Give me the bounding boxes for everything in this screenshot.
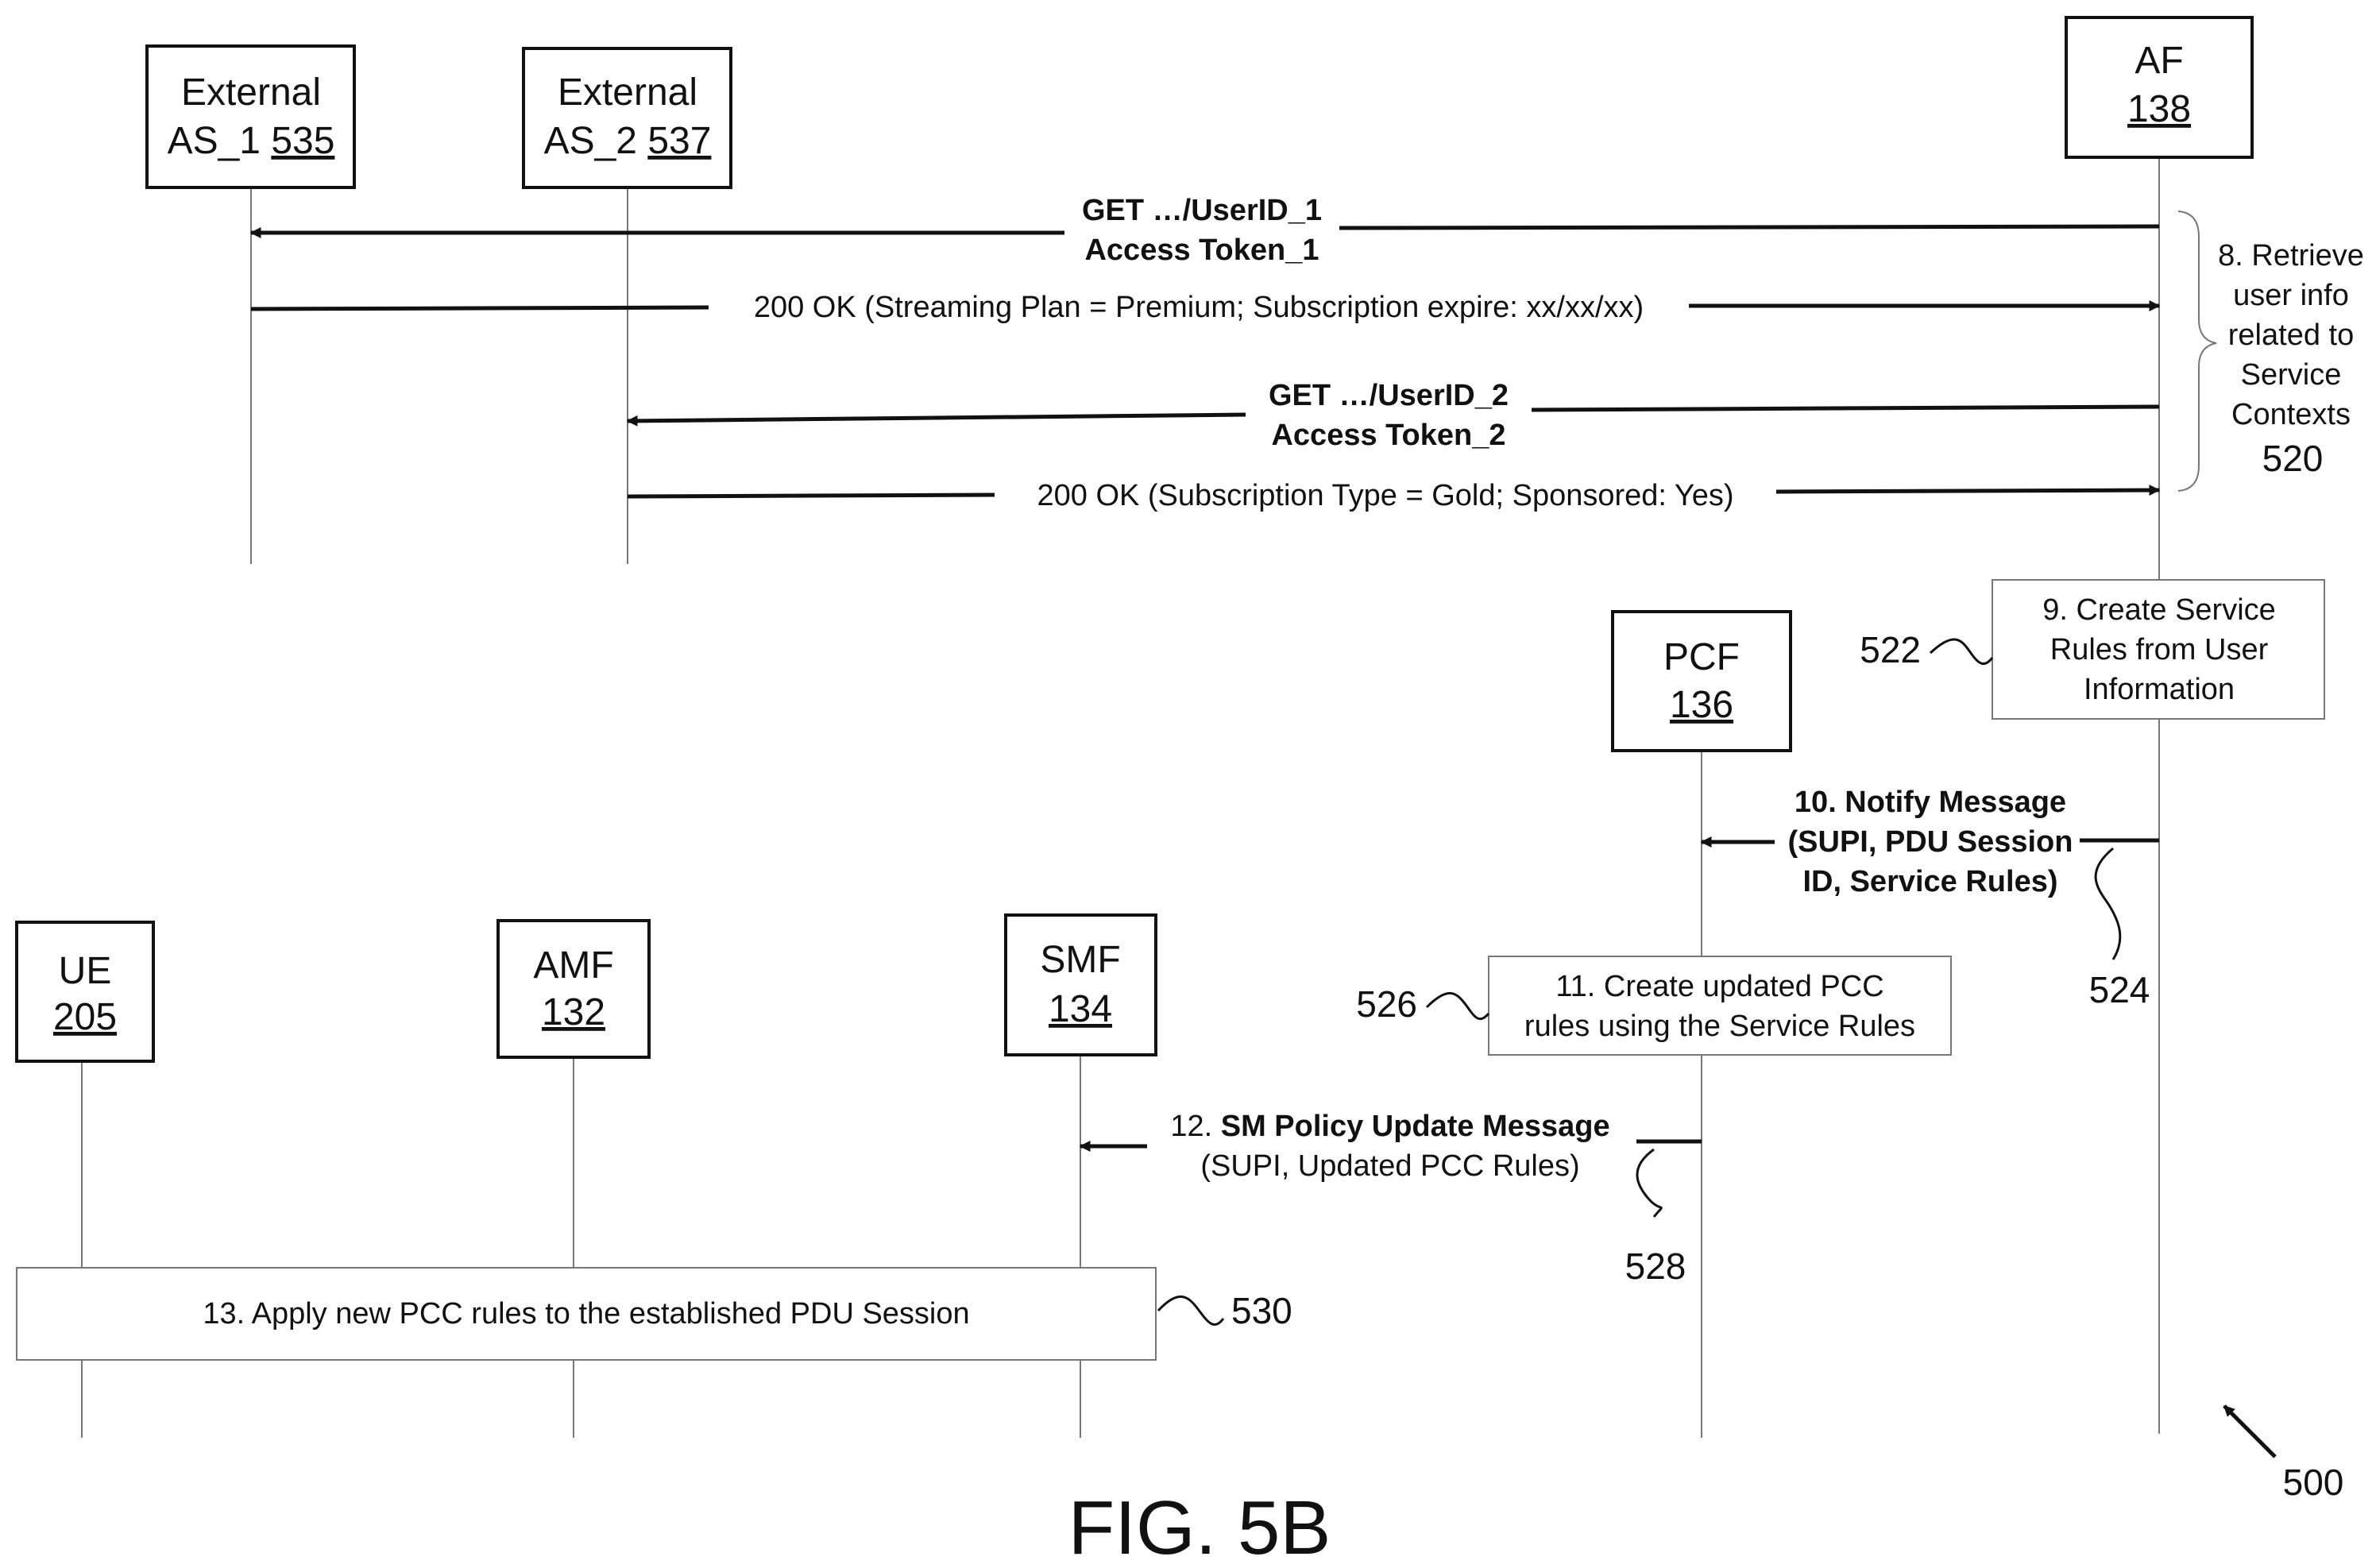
msg-get-userid2-line2: Access Token_2 <box>1271 419 1505 452</box>
ref-530: 530 <box>1231 1290 1292 1331</box>
msg-sm-policy-line1: 12. SM Policy Update Message <box>1170 1110 1609 1143</box>
figure-caption: FIG. 5B <box>1068 1485 1331 1568</box>
as1-label-line2: AS_1 535 <box>168 120 335 162</box>
msg-notify-line2: (SUPI, PDU Session <box>1788 825 2073 859</box>
pcf-label: PCF <box>1663 636 1740 678</box>
arrow-200ok-1-left <box>251 307 709 309</box>
msg-notify-line3: ID, Service Rules) <box>1802 865 2057 898</box>
msg-200ok-subscription: 200 OK (Subscription Type = Gold; Sponso… <box>1037 479 1733 512</box>
squiggle-530 <box>1158 1296 1223 1324</box>
ref-526: 526 <box>1356 983 1417 1025</box>
ref-524: 524 <box>2089 969 2150 1010</box>
arrow-get-userid2-right <box>1532 407 2159 410</box>
arrow-200ok-2-right <box>1776 490 2159 492</box>
brace-text-line-1: 8. Retrieve <box>2218 239 2364 272</box>
msg-get-userid1-line2: Access Token_1 <box>1084 234 1319 267</box>
step-13-text: 13. Apply new PCC rules to the establish… <box>203 1297 969 1330</box>
ref-500-arrow <box>2224 1406 2275 1457</box>
step-11-line-1: 11. Create updated PCC <box>1555 970 1883 1003</box>
msg-notify-line1: 10. Notify Message <box>1795 786 2066 819</box>
as2-label-line1: External <box>558 71 697 114</box>
arrow-200ok-2-left <box>628 495 995 496</box>
brace-text-line-2: user info <box>2233 279 2349 312</box>
amf-label: AMF <box>533 944 613 987</box>
step-9-line-2: Rules from User <box>2050 633 2269 666</box>
ref-520: 520 <box>2262 438 2324 479</box>
squiggle-526 <box>1427 993 1489 1018</box>
entity-box-as1 <box>147 46 354 187</box>
ue-number: 205 <box>53 996 117 1038</box>
brace-text-line-5: Contexts <box>2231 398 2351 431</box>
msg-get-userid1-line1: GET …/UserID_1 <box>1082 194 1322 227</box>
squiggle-528 <box>1637 1149 1661 1217</box>
af-number: 138 <box>2127 88 2191 130</box>
step-9-line-3: Information <box>2084 673 2235 706</box>
entity-box-smf <box>1006 915 1156 1055</box>
brace-text-line-3: related to <box>2228 319 2354 352</box>
msg-200ok-streaming: 200 OK (Streaming Plan = Premium; Subscr… <box>754 291 1644 324</box>
step-11-line-2: rules using the Service Rules <box>1524 1010 1915 1043</box>
entity-box-as2 <box>523 48 731 187</box>
arrow-get-userid2-left <box>628 415 1246 421</box>
brace-520 <box>2178 211 2216 491</box>
entity-box-af <box>2066 17 2252 157</box>
smf-number: 134 <box>1049 988 1112 1030</box>
brace-text-line-4: Service <box>2241 358 2342 392</box>
arrow-get-userid1-right <box>1339 226 2159 228</box>
amf-number: 132 <box>542 991 605 1033</box>
brace-520-text: 8. Retrieve user info related to Service… <box>2218 239 2364 479</box>
smf-label: SMF <box>1040 939 1120 981</box>
msg-get-userid2-line1: GET …/UserID_2 <box>1269 379 1509 412</box>
step-9-line-1: 9. Create Service <box>2042 593 2276 627</box>
squiggle-522 <box>1930 639 1992 664</box>
as2-label-line2: AS_2 537 <box>544 120 712 162</box>
ref-500: 500 <box>2283 1462 2344 1503</box>
squiggle-524 <box>2096 848 2120 960</box>
msg-sm-policy-line2: (SUPI, Updated PCC Rules) <box>1200 1149 1579 1183</box>
pcf-number: 136 <box>1670 684 1733 726</box>
ue-label: UE <box>59 950 112 992</box>
entity-box-amf <box>498 921 649 1057</box>
as1-label-line1: External <box>181 71 321 114</box>
entity-box-pcf <box>1613 612 1791 751</box>
af-label: AF <box>2135 40 2183 82</box>
ref-522: 522 <box>1860 629 1921 670</box>
ref-528: 528 <box>1625 1246 1686 1287</box>
